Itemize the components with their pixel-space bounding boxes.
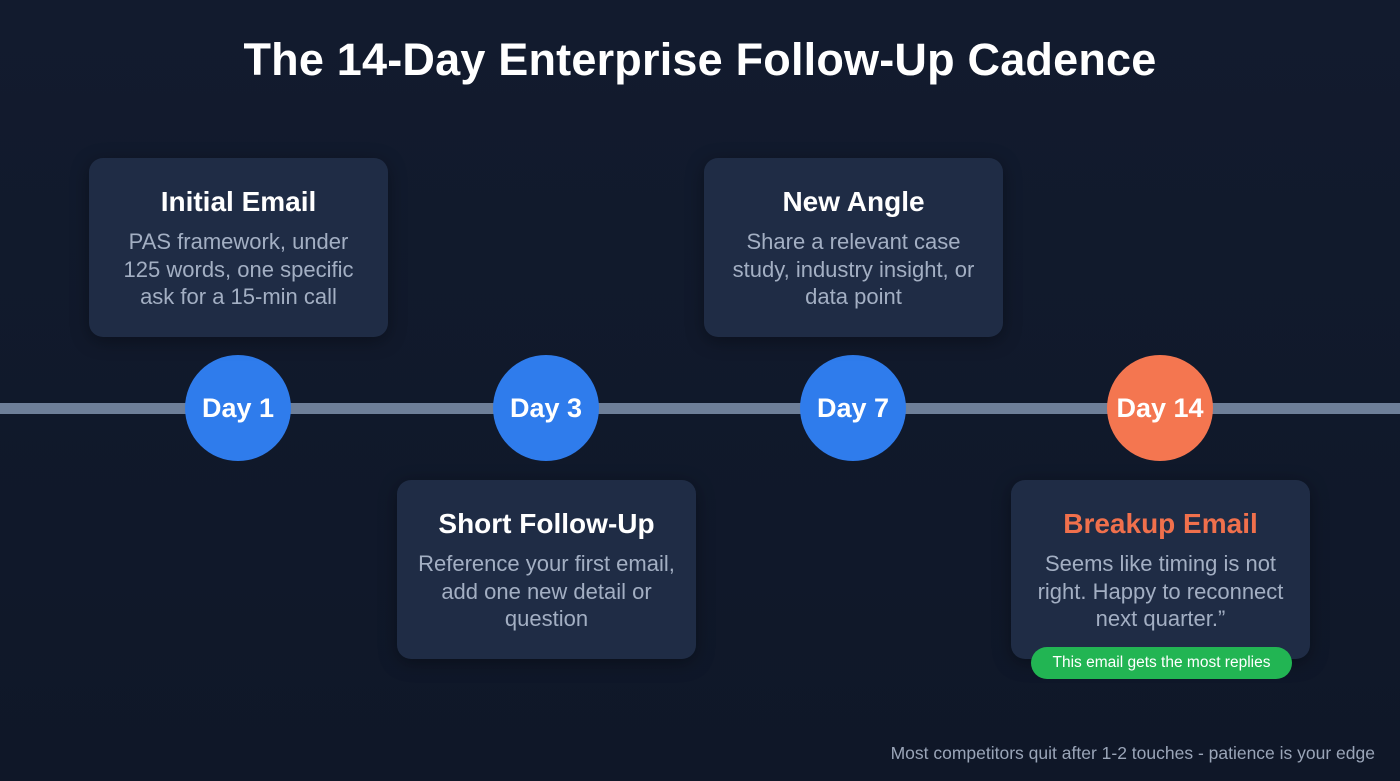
day-14-node: Day 14 bbox=[1107, 355, 1213, 461]
day-1-label: Day 1 bbox=[201, 392, 275, 423]
timeline-line bbox=[0, 403, 1400, 414]
card-description: Share a relevant case study, industry in… bbox=[732, 229, 975, 309]
step-card-new-angle: New Angle Share a relevant case study, i… bbox=[704, 158, 1003, 337]
card-description: Reference your first email, add one new … bbox=[418, 551, 675, 631]
step-card-breakup-email: Breakup Email Seems like timing is not r… bbox=[1011, 480, 1310, 659]
day-3-label: Day 3 bbox=[509, 392, 583, 423]
step-card-initial-email: Initial Email PAS framework, under 125 w… bbox=[89, 158, 388, 337]
card-description: Seems like timing is not right. Happy to… bbox=[1037, 551, 1284, 631]
card-title: New Angle bbox=[782, 186, 925, 217]
day-14-label: Day 14 bbox=[1116, 392, 1204, 423]
card-description: PAS framework, under 125 words, one spec… bbox=[123, 229, 354, 309]
card-title: Short Follow-Up bbox=[438, 508, 655, 539]
card-title: Initial Email bbox=[160, 186, 317, 217]
day-3-node: Day 3 bbox=[493, 355, 599, 461]
footer-note: Most competitors quit after 1-2 touches … bbox=[890, 743, 1375, 763]
step-card-short-follow-up: Short Follow-Up Reference your first ema… bbox=[397, 480, 696, 659]
page-title: The 14-Day Enterprise Follow-Up Cadence bbox=[243, 34, 1157, 85]
day-1-node: Day 1 bbox=[185, 355, 291, 461]
card-title: Breakup Email bbox=[1063, 508, 1258, 539]
most-replies-badge: This email gets the most replies bbox=[1031, 647, 1292, 679]
day-7-label: Day 7 bbox=[816, 392, 890, 423]
day-7-node: Day 7 bbox=[800, 355, 906, 461]
